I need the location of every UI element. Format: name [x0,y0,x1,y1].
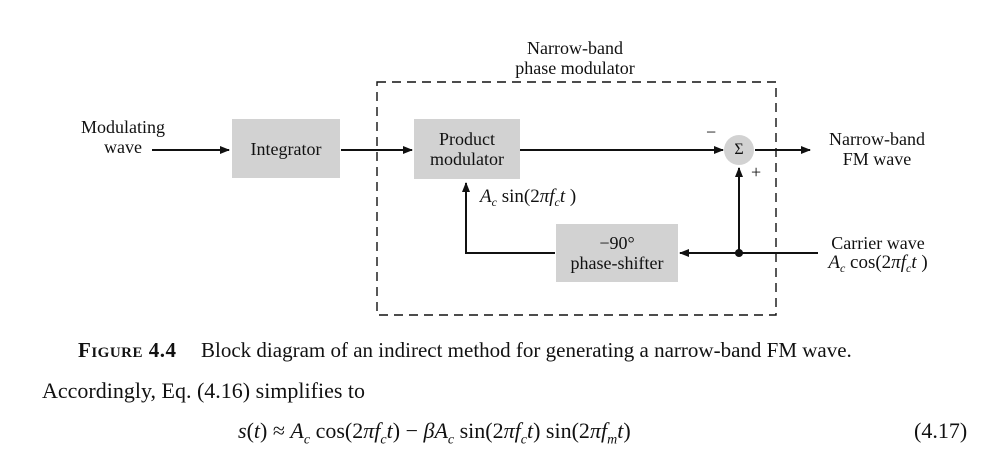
sin-pi: π [539,186,550,207]
carrier-label: Carrier wave Ac cos(2πfct ) [808,233,948,278]
cos-close: ) [916,252,928,273]
sum-symbol: Σ [734,141,744,158]
input-label-line2: wave [104,137,142,157]
sin-func: sin(2 [501,186,540,207]
modulator-title: Narrow-band phase modulator [495,38,655,78]
integrator-label: Integrator [250,138,322,159]
phase-shifter-line1: −90° [599,233,635,253]
sin-f: f [549,186,555,207]
sin-amp-sub: c [491,195,497,209]
cos-f: f [900,252,906,273]
figure-caption-text: Block diagram of an indirect method for … [201,338,852,362]
plus-sign: + [751,162,762,182]
body-text: Accordingly, Eq. (4.16) simplifies to [42,378,366,403]
phase-shifter-block: −90° phase-shifter [556,224,678,282]
product-modulator-line2: modulator [430,149,504,169]
equation-number: (4.17) [914,418,968,443]
output-label-line2: FM wave [842,149,912,169]
modulator-title-line1: Narrow-band [527,38,623,58]
figure-caption: Figure 4.4 Block diagram of an indirect … [78,338,852,363]
cos-f-sub: c [905,261,912,275]
figure-number: Figure 4.4 [78,338,177,362]
cos-amp: A [828,252,840,273]
carrier-label-line2: Ac cos(2πfct ) [808,253,948,278]
input-label: Modulating wave [63,117,183,157]
cos-func: cos(2 [850,252,892,273]
sin-t: t [559,186,566,207]
sin-carrier-label: Ac sin(2πfct ) [480,186,576,210]
carrier-label-line1: Carrier wave [831,233,925,253]
phase-modulator-boundary [376,81,777,316]
equation-4-17: s(t) ≈ Ac cos(2πfct) − βAc sin(2πfct) si… [238,418,631,448]
output-label: Narrow-band FM wave [812,129,942,169]
cos-amp-sub: c [839,261,846,275]
integrator-block: Integrator [232,119,340,178]
summing-junction [724,135,754,165]
product-modulator-line1: Product [439,129,495,149]
arrow-phase-shifter-to-product [462,182,555,254]
cos-t: t [911,252,917,273]
sin-close: ) [565,186,577,207]
input-label-line1: Modulating [81,117,165,137]
cos-pi: π [891,252,901,273]
modulator-title-line2: phase modulator [515,58,635,78]
output-label-line1: Narrow-band [829,129,925,149]
sin-f-sub: c [554,195,560,209]
product-modulator-block: Product modulator [414,119,520,179]
phase-shifter-line2: phase-shifter [570,253,664,273]
minus-sign: − [706,122,717,142]
sin-amp: A [480,186,492,207]
